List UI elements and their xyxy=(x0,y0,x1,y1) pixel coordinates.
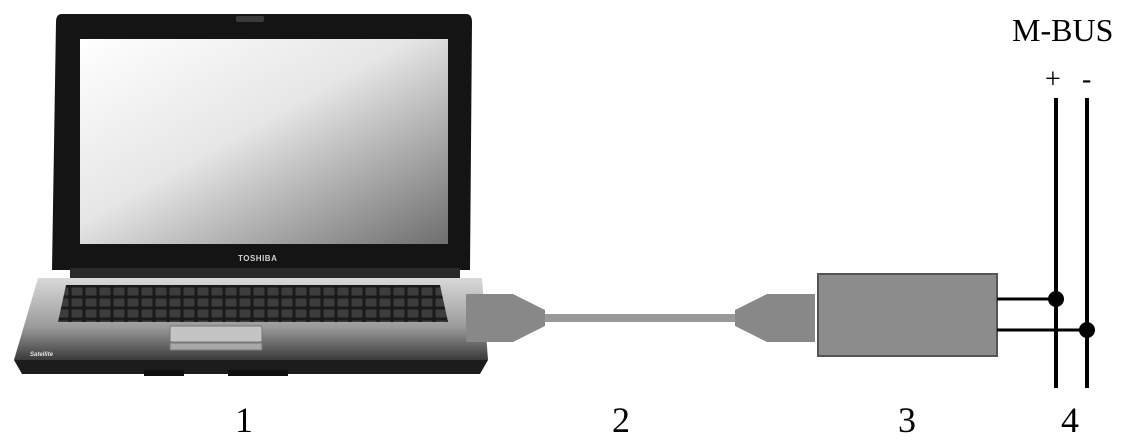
label-1: 1 xyxy=(235,400,253,440)
mbus-lines xyxy=(997,98,1095,388)
label-2: 2 xyxy=(612,400,630,440)
laptop-model: Satellite xyxy=(30,352,54,358)
cable-line xyxy=(545,314,735,322)
minus-sign: - xyxy=(1082,64,1092,95)
laptop-brand: TOSHIBA xyxy=(238,254,278,263)
webcam-icon xyxy=(236,16,264,22)
usb-cable xyxy=(466,294,815,342)
screen xyxy=(80,39,448,244)
converter-box xyxy=(817,273,998,357)
junction-dot-minus xyxy=(1079,322,1095,338)
usb-connector-right xyxy=(735,294,815,342)
keyboard xyxy=(58,285,448,322)
laptop-icon xyxy=(14,14,488,376)
junction-dot-plus xyxy=(1048,291,1064,307)
mbus-title: M-BUS xyxy=(1012,12,1114,48)
label-4: 4 xyxy=(1061,400,1079,440)
label-3: 3 xyxy=(898,400,916,440)
plus-sign: + xyxy=(1045,64,1061,95)
usb-connector-left xyxy=(466,294,545,342)
touchpad xyxy=(169,325,263,343)
